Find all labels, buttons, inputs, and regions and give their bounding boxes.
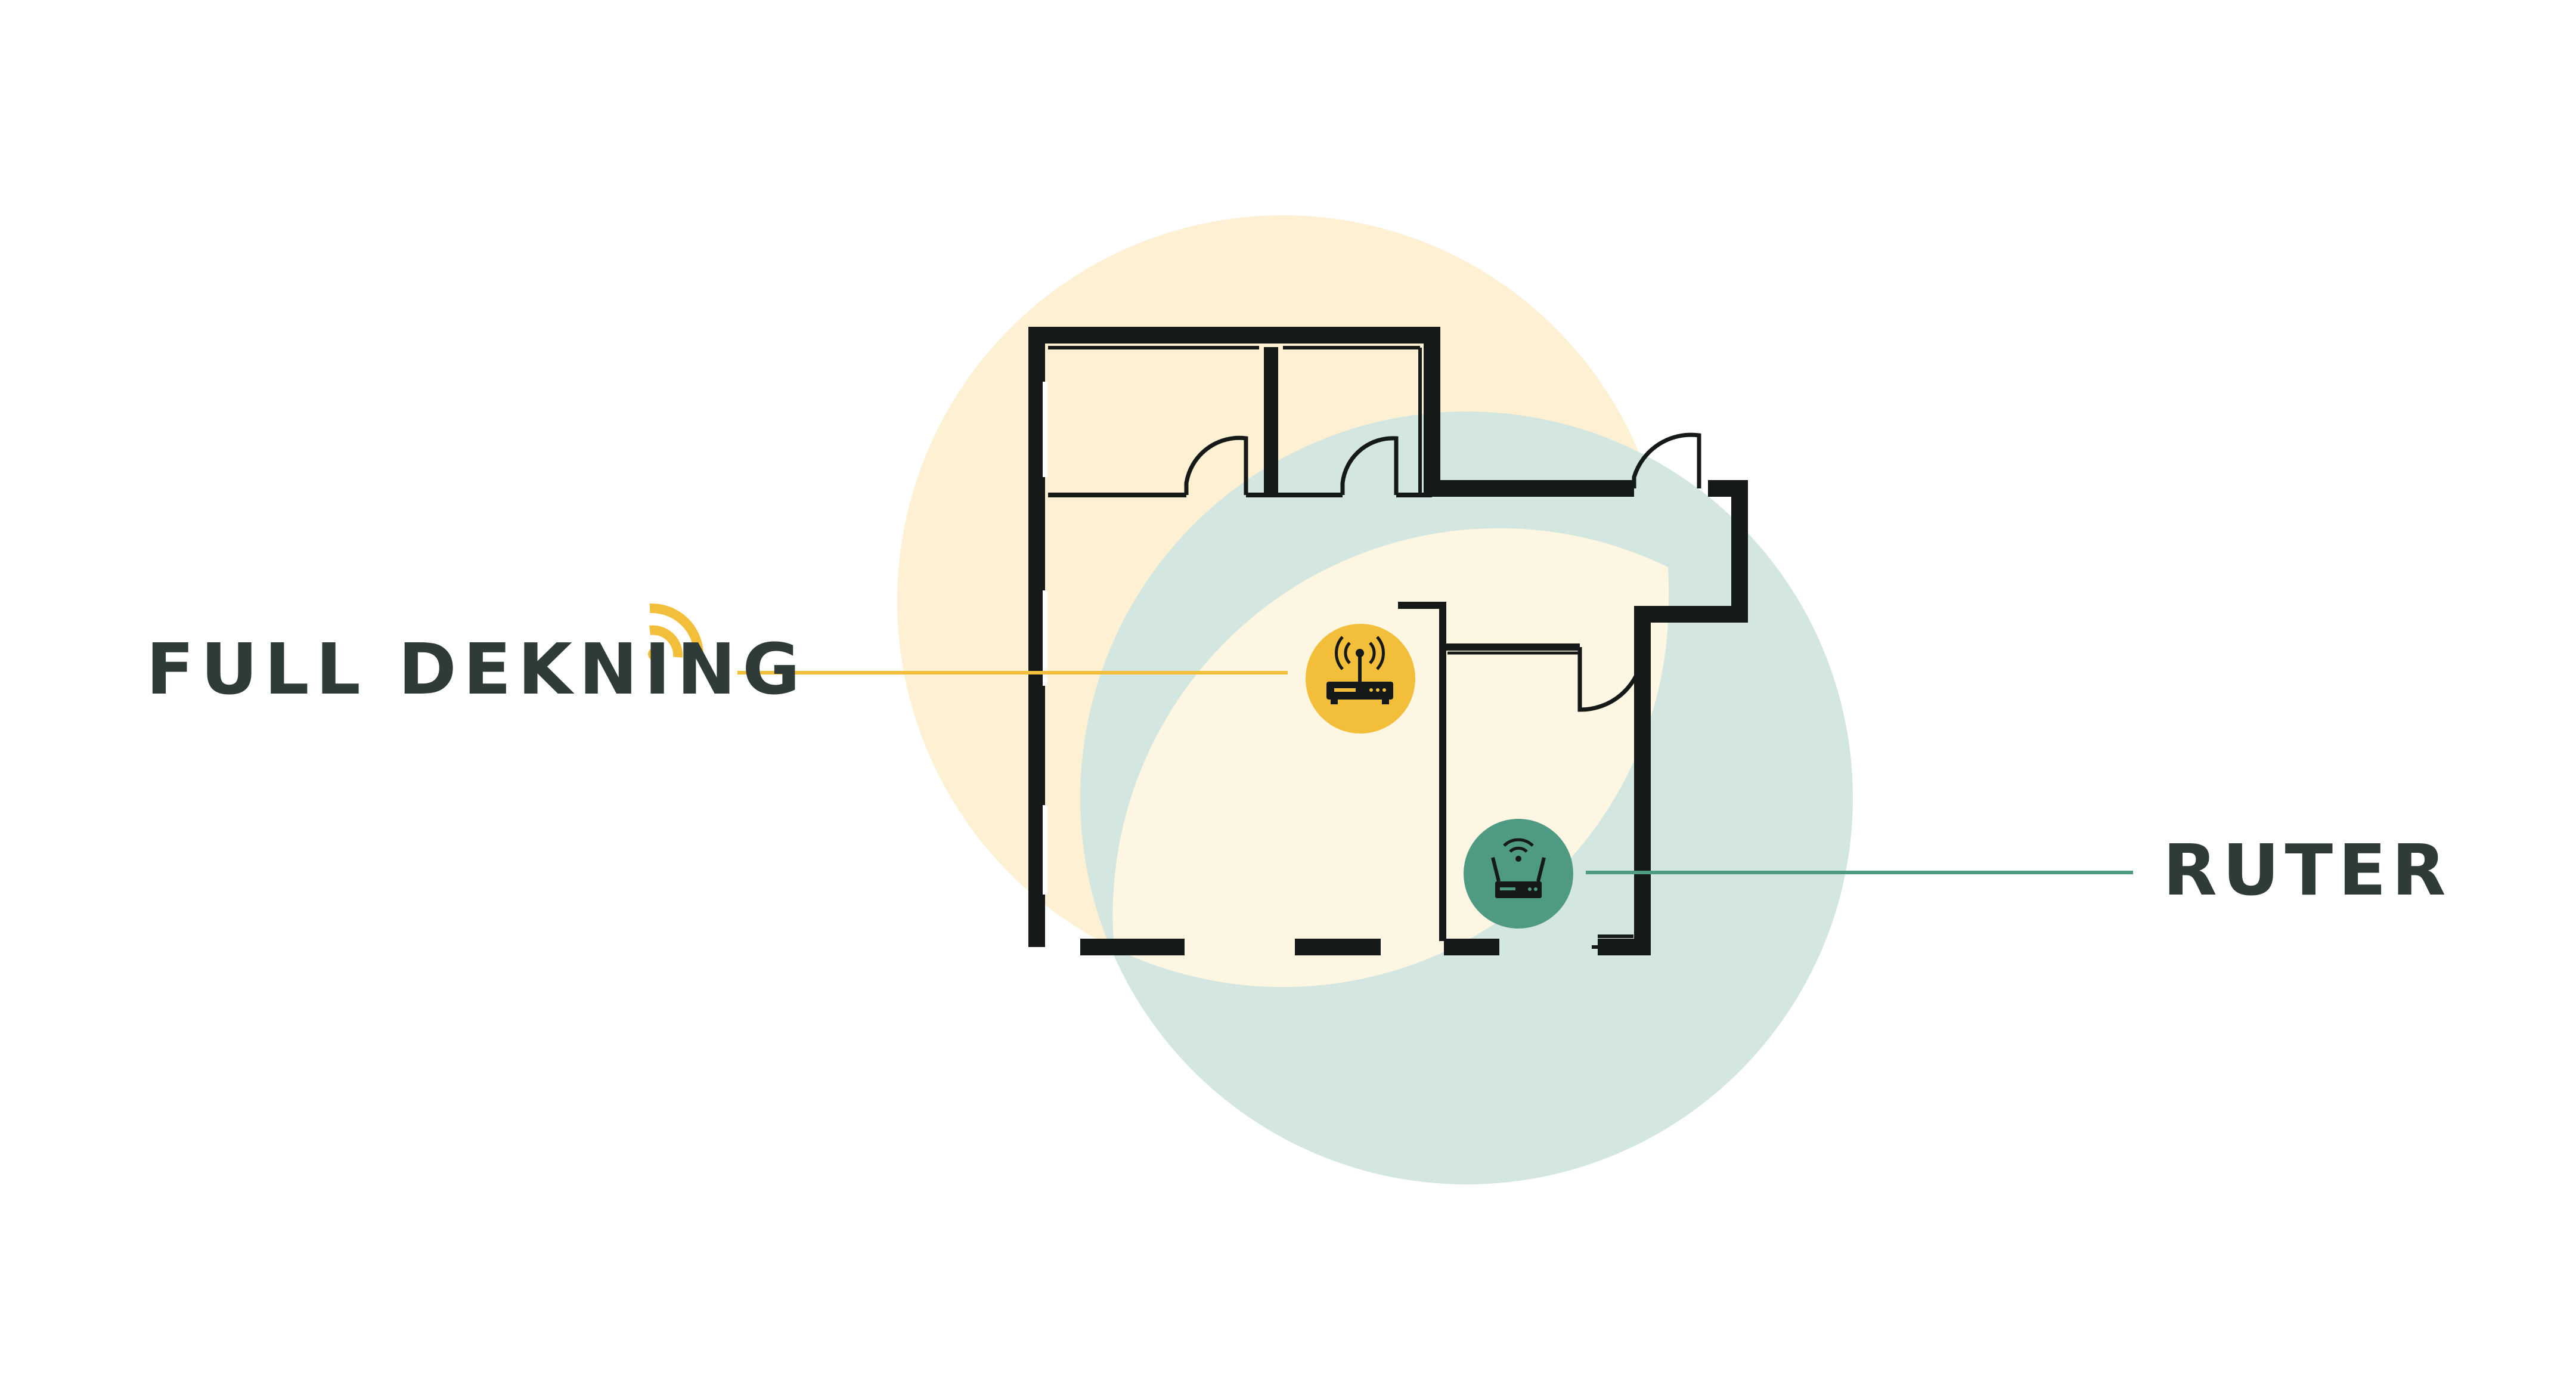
router-icon [1464,819,1573,929]
inner-top-walls [1048,346,1422,493]
wifi-signal-icon [648,603,704,661]
mesh-extender-icon [1306,624,1415,734]
door-middle [1340,436,1399,495]
door-right [1632,432,1701,488]
door-left [1184,435,1248,495]
inner-room-wall [1398,602,1580,941]
router-label: RUTER [2163,829,2451,911]
inner-room-door [1577,647,1645,712]
floor-plan [1028,327,1748,955]
full-coverage-label: FULL DEKNING [146,628,807,710]
